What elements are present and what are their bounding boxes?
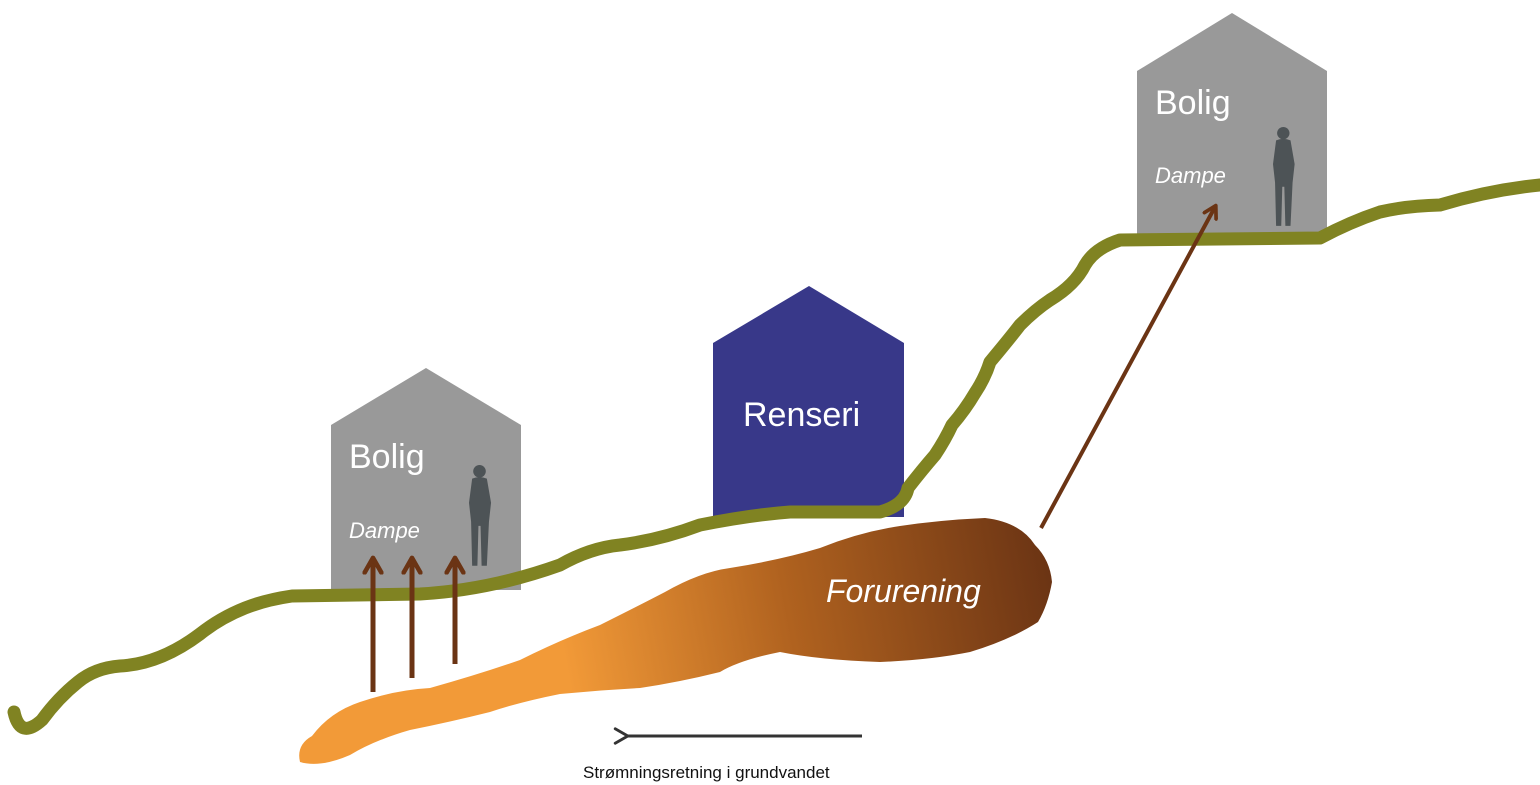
vapor-arrow-icon [1039,207,1215,529]
house-right-title: Bolig [1155,84,1231,122]
dry-cleaner-title: Renseri [743,396,861,434]
pollution-plume [299,518,1052,764]
house-right-shape [1137,13,1327,240]
pollution-label: Forurening [826,573,981,609]
dry-cleaner-shape [713,286,904,517]
house-left-shape [331,368,521,590]
flow-direction-caption: Strømningsretning i grundvandet [583,763,830,782]
house-left-title: Bolig [349,438,425,476]
house-right-vapor-label: Dampe [1155,163,1226,188]
ground-surface-line [7,178,1540,735]
house-left-vapor-label: Dampe [349,518,420,543]
